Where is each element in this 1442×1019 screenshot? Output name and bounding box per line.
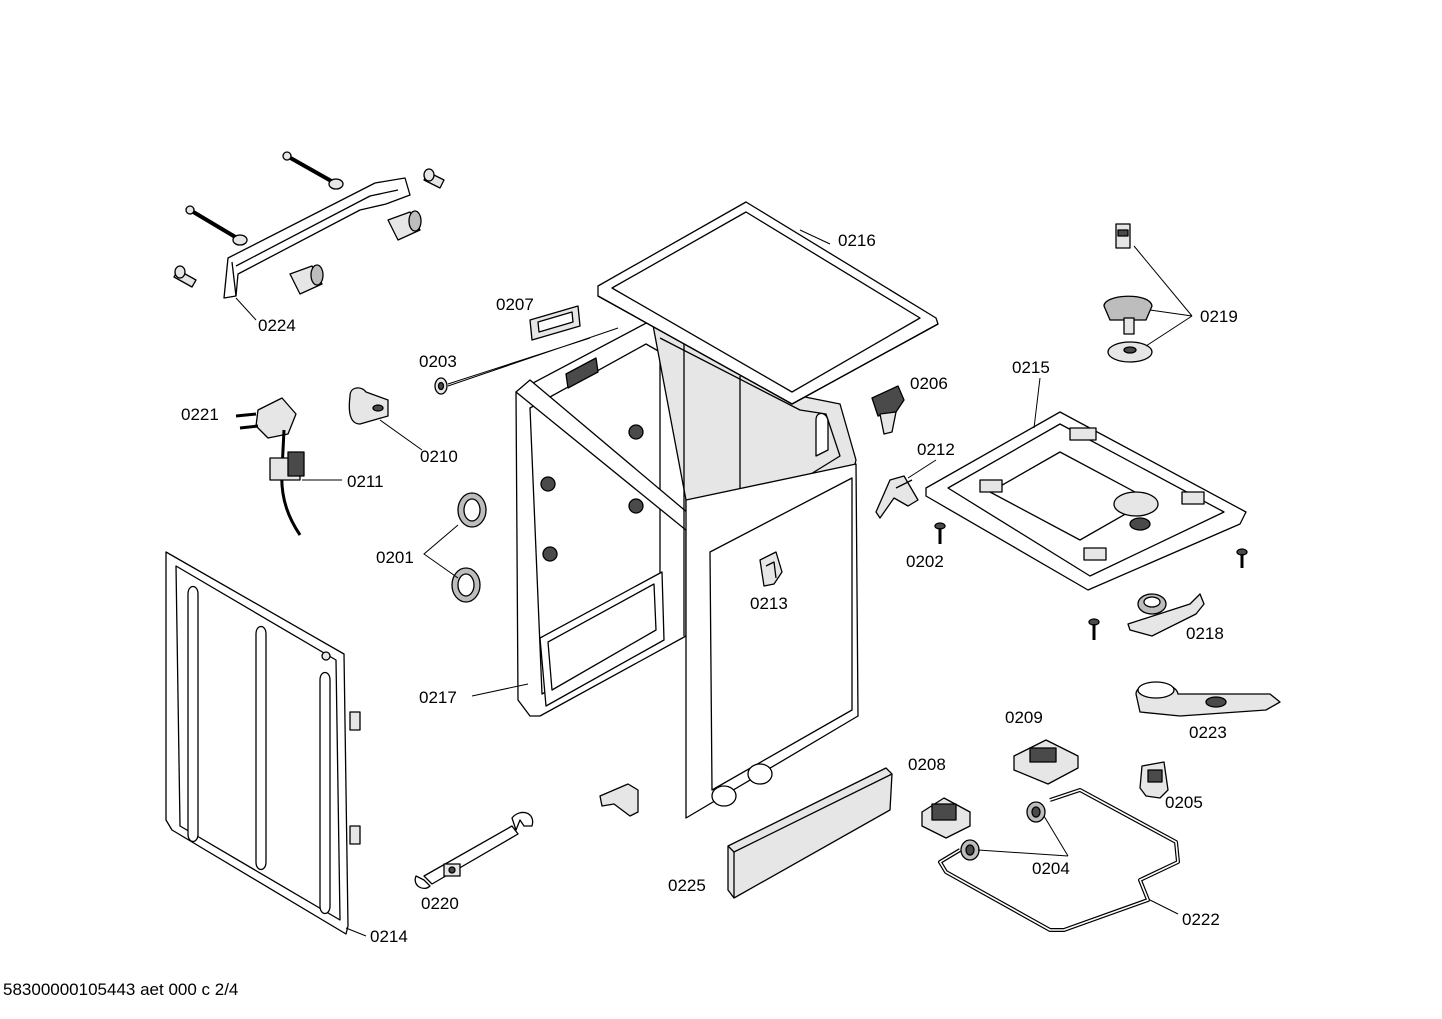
part-0223-lever: [1135, 681, 1281, 717]
label-0207: 0207: [496, 295, 534, 314]
part-0214-side-panel: [165, 551, 361, 935]
label-0212: 0212: [917, 440, 955, 459]
label-0204: 0204: [1032, 859, 1070, 878]
leader-0210: [379, 419, 423, 451]
part-0220-wrench: [414, 811, 534, 890]
leader-0214: [345, 927, 367, 937]
label-0216: 0216: [838, 231, 876, 250]
leader-0224: [235, 297, 257, 321]
part-0201-rings: [451, 492, 487, 603]
label-0214: 0214: [370, 927, 408, 946]
label-0211: 0211: [347, 472, 384, 491]
label-0205: 0205: [1165, 793, 1203, 812]
leader-0203: [447, 327, 619, 387]
label-0208: 0208: [908, 755, 946, 774]
label-0217: 0217: [419, 688, 457, 707]
part-0219-foot: [1103, 223, 1153, 363]
leader-0217: [471, 683, 529, 697]
part-0221-power-cord: [235, 397, 305, 536]
label-0203: 0203: [419, 352, 457, 371]
part-0213-latch: [759, 551, 783, 587]
leader-0201: [423, 524, 459, 579]
part-0218-foot-bracket: [1127, 593, 1205, 637]
part-small-bracket: [599, 783, 639, 817]
leader-0204: [977, 815, 1069, 857]
part-0208-block: [921, 797, 971, 839]
label-0224: 0224: [258, 316, 296, 335]
label-0209: 0209: [1005, 708, 1043, 727]
part-0206-cap: [871, 385, 905, 435]
part-0202-screw: [934, 522, 946, 544]
label-0221: 0221: [181, 405, 219, 424]
part-0209-block: [1013, 739, 1079, 785]
part-0212-clamp: [875, 475, 919, 519]
part-base-screws: [1088, 548, 1248, 640]
label-0201: 0201: [376, 548, 414, 567]
label-0213: 0213: [750, 594, 788, 613]
label-0225: 0225: [668, 876, 706, 895]
label-0222: 0222: [1182, 910, 1220, 929]
label-0206: 0206: [910, 374, 948, 393]
part-0205-sensor: [1139, 761, 1169, 799]
label-0202: 0202: [906, 552, 944, 571]
leader-0215: [1033, 377, 1041, 429]
part-0207-seal: [529, 305, 581, 341]
part-0222-wire: [938, 788, 1180, 932]
label-0223: 0223: [1189, 723, 1227, 742]
part-0216-worktop: [597, 201, 939, 405]
part-0210-clip: [348, 387, 389, 425]
leader-0219: [1133, 245, 1193, 347]
part-0215-base-plate: [925, 411, 1247, 591]
part-0225-plinth: [727, 767, 893, 899]
label-0218: 0218: [1186, 624, 1224, 643]
part-0224-mounting-bracket: [173, 151, 445, 299]
part-0203-grommet: [434, 377, 448, 395]
label-0215: 0215: [1012, 358, 1050, 377]
label-0210: 0210: [420, 447, 458, 466]
document-footer-code: 58300000105443 aet 000 c 2/4: [3, 980, 239, 999]
part-front-panel: [685, 463, 859, 819]
leader-0212: [907, 459, 937, 479]
leader-0216: [799, 229, 831, 245]
part-0204-nuts: [960, 801, 1046, 861]
label-0220: 0220: [421, 894, 459, 913]
leader-0222: [1149, 899, 1179, 915]
label-0219: 0219: [1200, 307, 1238, 326]
